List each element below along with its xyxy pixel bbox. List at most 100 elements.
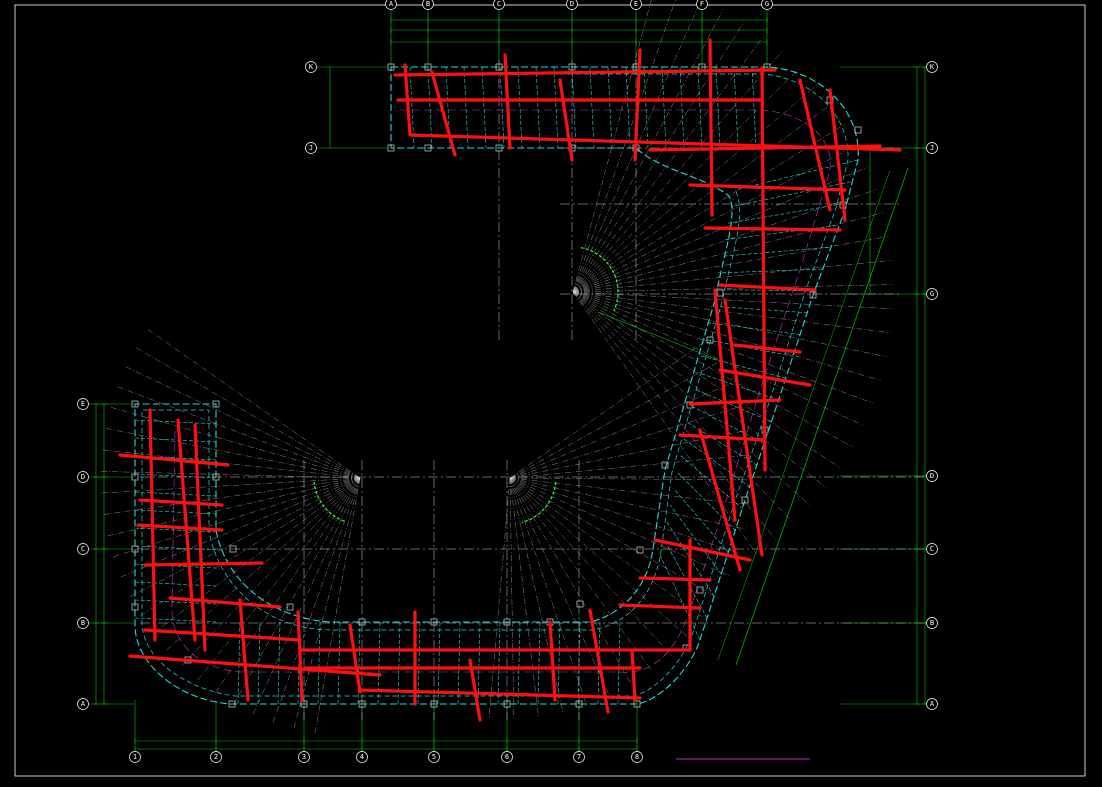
radial-line-top-fan bbox=[572, 284, 893, 293]
axis-bubble-bottom-text: 1 bbox=[133, 753, 137, 761]
radial-line-left-fan bbox=[233, 477, 361, 706]
axis-bubble-right-text: A bbox=[930, 700, 935, 708]
axis-bubble-left-text: C bbox=[81, 545, 85, 553]
cross-beam-bottom bbox=[517, 621, 521, 705]
axis-bubble-right-circle bbox=[926, 470, 938, 482]
radial-line-left-fan bbox=[135, 347, 361, 479]
beam-inner-path bbox=[141, 73, 849, 697]
radial-line-right-fan bbox=[509, 477, 705, 619]
rebar-mark bbox=[430, 70, 457, 157]
rebar-mark bbox=[723, 298, 764, 557]
column-square bbox=[503, 700, 511, 708]
rebar-mark bbox=[348, 623, 362, 694]
radial-line-right-fan bbox=[509, 477, 689, 639]
radial-line-left-fan bbox=[214, 477, 361, 694]
axis-bubble-top-circle bbox=[385, 0, 397, 10]
axis-bubble-top-circle bbox=[566, 0, 578, 10]
cross-beam-left bbox=[134, 491, 217, 497]
rebar-mark bbox=[143, 561, 264, 567]
axis-bubble-left-text: A bbox=[81, 700, 86, 708]
cross-beam-right bbox=[724, 225, 837, 241]
cross-beam-bottom bbox=[497, 621, 501, 705]
rebar-mark bbox=[558, 78, 574, 162]
cross-beam-bottom bbox=[617, 621, 621, 705]
axis-bubble-bottom-text: 4 bbox=[360, 753, 364, 761]
radial-line-left-fan bbox=[197, 477, 361, 681]
radial-line-left-fan bbox=[119, 477, 361, 578]
axis-bubble-right-text: D bbox=[930, 472, 934, 480]
radial-line-right-fan bbox=[509, 477, 739, 554]
radial-line-right-fan bbox=[509, 477, 610, 697]
radial-line-left-fan bbox=[139, 477, 361, 617]
cross-beam-top bbox=[625, 66, 631, 149]
axis-bubble-left-top-circle bbox=[305, 61, 317, 73]
radial-line-left-fan bbox=[101, 449, 361, 479]
radial-line-right-fan bbox=[509, 340, 707, 479]
radial-line-right-fan bbox=[509, 477, 730, 577]
radial-line-left-fan bbox=[109, 406, 361, 479]
rebar-mark bbox=[193, 423, 207, 652]
radial-line-top-fan bbox=[572, 9, 724, 293]
axis-bubble-bottom-text: 2 bbox=[214, 753, 218, 761]
green-arc-top bbox=[580, 247, 619, 312]
green-arc-right bbox=[521, 481, 557, 524]
radial-line-right-fan bbox=[509, 477, 539, 717]
rebar-mark bbox=[718, 283, 817, 292]
radial-line-right-fan bbox=[509, 361, 720, 479]
cross-beam-bottom bbox=[317, 621, 321, 705]
axis-bubble-right-text: C bbox=[930, 545, 934, 553]
cross-beam-right bbox=[683, 438, 751, 488]
rebar-mark bbox=[678, 433, 767, 442]
rebar-mark bbox=[548, 620, 557, 702]
radial-line-top-fan bbox=[572, 291, 881, 381]
radial-line-top-fan bbox=[572, 291, 757, 555]
rebar-mark bbox=[688, 183, 847, 192]
axis-bubble-top-text: D bbox=[570, 0, 574, 8]
cross-beam-top bbox=[733, 66, 739, 149]
axis-bubble-bottom-text: 3 bbox=[302, 753, 306, 761]
rebar-mark bbox=[828, 88, 847, 222]
column-square bbox=[131, 603, 139, 611]
axis-bubble-bottom-circle bbox=[298, 751, 310, 763]
cross-beam-bottom bbox=[577, 621, 581, 705]
cross-beam-right bbox=[669, 505, 722, 575]
column-square bbox=[809, 291, 817, 299]
columns bbox=[131, 63, 862, 708]
column-square bbox=[716, 289, 724, 297]
radial-line-right-fan bbox=[509, 477, 750, 481]
column-square bbox=[503, 618, 511, 626]
cross-beam-bottom bbox=[437, 621, 441, 705]
axis-bubble-bottom-circle bbox=[428, 751, 440, 763]
column-square bbox=[424, 144, 432, 152]
cross-beam-bottom bbox=[457, 621, 461, 705]
dim-slant-outer bbox=[735, 167, 909, 666]
rebar-mark bbox=[713, 288, 737, 522]
axis-bubble-top-text: C bbox=[497, 0, 501, 8]
cross-beam-left bbox=[134, 509, 217, 515]
axis-bubble-left-text: B bbox=[81, 619, 85, 627]
radial-line-left-fan bbox=[125, 366, 361, 479]
radial-line-top-fan bbox=[572, 0, 652, 293]
column-square bbox=[661, 461, 669, 469]
rebar-mark bbox=[296, 610, 304, 702]
column-square bbox=[430, 618, 438, 626]
radial-line-right-fan bbox=[509, 477, 749, 505]
axis-bubble-top-text: B bbox=[426, 0, 430, 8]
rebar-mark bbox=[760, 66, 767, 472]
cross-beam-bottom bbox=[257, 621, 261, 705]
column-square bbox=[575, 700, 583, 708]
radial-line-top-fan bbox=[572, 144, 858, 293]
beam-outline bbox=[134, 66, 859, 705]
axis-bubble-left-top-text: J bbox=[309, 144, 313, 152]
column-square bbox=[131, 400, 139, 408]
axis-bubble-bottom-circle bbox=[129, 751, 141, 763]
rebar-mark bbox=[688, 398, 782, 406]
column-square bbox=[229, 545, 237, 553]
radial-line-top-fan bbox=[572, 35, 765, 293]
cross-beam-right bbox=[728, 203, 844, 224]
cross-beam-right bbox=[717, 268, 823, 274]
cross-beam-top bbox=[463, 66, 469, 149]
radial-line-top-fan bbox=[572, 291, 827, 488]
green-arc-left bbox=[313, 481, 345, 522]
drawing-frame bbox=[14, 4, 1086, 777]
